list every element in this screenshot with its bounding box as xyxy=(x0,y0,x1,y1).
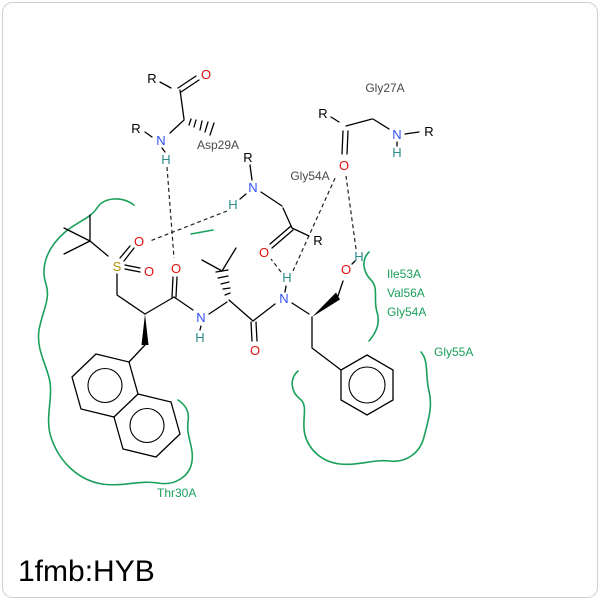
oxygen-label: O xyxy=(259,245,269,260)
nitrogen-label: N xyxy=(279,291,288,306)
stereo-hash-bond xyxy=(215,269,231,296)
aromatic-circle xyxy=(348,366,386,404)
contact-tick xyxy=(190,229,214,235)
nitrogen-label: N xyxy=(156,133,165,148)
hydrogen-bond-lines xyxy=(149,166,357,273)
polar-hydrogen-label: H xyxy=(195,330,204,345)
residue-label-gly27a: Gly27A xyxy=(365,81,404,95)
polar-hydrogen-label: H xyxy=(354,249,363,264)
nitrogen-label: N xyxy=(196,310,205,325)
contact-arc-thr30a xyxy=(37,198,194,486)
polar-hydrogen-label: H xyxy=(392,145,401,160)
contact-label-thr30a: Thr30A xyxy=(157,486,196,500)
phenyl-ring xyxy=(340,354,394,416)
contact-label-val56a: Val56A xyxy=(387,286,425,300)
contact-labels: Ile53A Val56A Gly54A Gly55A Thr30A xyxy=(157,267,473,500)
r-group-label: R xyxy=(424,124,433,139)
oxygen-label: O xyxy=(339,158,349,173)
nitrogen-label: N xyxy=(248,180,257,195)
sulfur-label: S xyxy=(113,259,122,274)
hbond-amide-to-gly27a xyxy=(292,175,337,272)
stereo-wedge-bond xyxy=(312,292,340,317)
hydrophobic-contact-arcs xyxy=(37,198,432,486)
polar-hydrogen-label: H xyxy=(282,270,291,285)
oxygen-label: O xyxy=(341,262,351,277)
nitrogen-label: N xyxy=(392,127,401,142)
molecule-bonds xyxy=(63,75,420,458)
r-group-label: R xyxy=(243,150,252,165)
oxygen-label: O xyxy=(201,67,211,82)
aromatic-circle xyxy=(129,407,165,444)
residue-label-gly54a: Gly54A xyxy=(290,169,329,183)
residue-labels: Asp29A Gly54A Gly27A xyxy=(197,81,405,183)
contact-label-gly55a: Gly55A xyxy=(434,345,473,359)
oxygen-label: O xyxy=(250,343,260,358)
contact-label-gly54a-right: Gly54A xyxy=(387,305,426,319)
atom-labels: R R R R R R O O O O O O O O N N N N N H … xyxy=(113,67,434,358)
oxygen-label: O xyxy=(171,261,181,276)
contact-arc-gly55a xyxy=(291,351,432,466)
contact-label-ile53a: Ile53A xyxy=(387,267,421,281)
polar-hydrogen-label: H xyxy=(161,152,170,167)
r-group-label: R xyxy=(147,71,156,86)
residue-label-asp29a: Asp29A xyxy=(197,138,239,152)
contact-arc-ile53a-val56a-gly54a xyxy=(363,251,380,342)
hbond-hydroxyl-to-gly27a xyxy=(345,175,357,250)
r-group-label: R xyxy=(131,121,140,136)
naphthalene-ring-2 xyxy=(113,393,181,458)
polar-hydrogen-label: H xyxy=(228,197,237,212)
aromatic-circle xyxy=(87,367,123,404)
oxygen-label: O xyxy=(144,264,154,279)
diagram-title: 1fmb:HYB xyxy=(18,555,155,588)
hbond-asp29a-to-carbonyl xyxy=(166,166,175,259)
stereo-wedge-bond xyxy=(141,314,149,345)
hbond-amide-to-gly54a xyxy=(270,258,282,273)
stereo-hash-bond xyxy=(188,118,215,136)
r-group-label: R xyxy=(318,106,327,121)
r-group-label: R xyxy=(313,233,322,248)
oxygen-label: O xyxy=(134,234,144,249)
